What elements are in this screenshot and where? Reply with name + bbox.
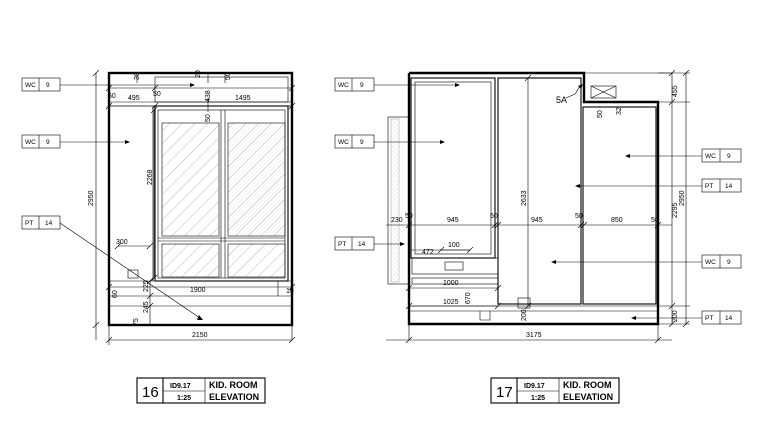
svg-text:9: 9 (46, 82, 50, 89)
material-tag-wc-top-17: WC 9 (334, 77, 375, 92)
material-tag-wc-top-16: WC 9 (21, 77, 61, 92)
svg-text:472: 472 (422, 249, 434, 256)
svg-text:KID. ROOM: KID. ROOM (563, 380, 612, 390)
svg-text:KID. ROOM: KID. ROOM (209, 380, 258, 390)
svg-text:945: 945 (447, 217, 459, 224)
svg-text:50: 50 (225, 72, 232, 80)
svg-text:10: 10 (286, 288, 294, 295)
title-block-17: 17 ID9.17 1:25 KID. ROOM ELEVATION (490, 377, 620, 404)
svg-text:670: 670 (465, 292, 472, 304)
svg-text:WC: WC (338, 139, 349, 146)
svg-text:50: 50 (597, 110, 604, 118)
svg-text:455: 455 (672, 85, 679, 97)
svg-text:495: 495 (128, 95, 140, 102)
svg-text:1:25: 1:25 (177, 395, 191, 402)
svg-text:230: 230 (391, 217, 403, 224)
svg-text:200: 200 (521, 309, 528, 321)
svg-text:1900: 1900 (190, 287, 206, 294)
svg-text:1025: 1025 (443, 299, 459, 306)
svg-text:50: 50 (575, 213, 583, 220)
svg-text:200: 200 (672, 310, 679, 322)
svg-text:2268: 2268 (147, 169, 154, 185)
svg-text:300: 300 (116, 239, 128, 246)
svg-text:WC: WC (338, 82, 349, 89)
svg-text:ELEVATION: ELEVATION (563, 392, 613, 402)
material-tag-pt-16: PT 14 (21, 215, 61, 230)
svg-text:PT: PT (705, 183, 713, 190)
svg-text:PT: PT (338, 241, 346, 248)
svg-text:ID9.17: ID9.17 (170, 383, 191, 390)
svg-text:50: 50 (490, 213, 498, 220)
dimensions-16: 495 50 1495 438 50 50 30 20 50 2950 2268… (88, 70, 294, 339)
svg-text:9: 9 (727, 153, 731, 160)
svg-text:5A: 5A (556, 95, 567, 105)
elevation-17: 5A (374, 69, 702, 344)
svg-text:100: 100 (448, 242, 460, 249)
svg-text:2150: 2150 (192, 332, 208, 339)
wardrobe-unit-left (410, 77, 496, 259)
svg-text:WC: WC (705, 259, 716, 266)
elevation-16 (59, 69, 296, 345)
svg-text:9: 9 (360, 139, 364, 146)
svg-text:438: 438 (205, 90, 212, 102)
svg-text:14: 14 (358, 241, 366, 248)
svg-text:1495: 1495 (235, 95, 251, 102)
svg-text:2950: 2950 (679, 190, 686, 206)
svg-text:2295: 2295 (672, 202, 679, 218)
svg-text:9: 9 (727, 259, 731, 266)
material-tag-wc-r1-17: WC 9 (701, 148, 742, 163)
material-tag-wc-mid-16: WC 9 (21, 134, 61, 149)
svg-text:50: 50 (153, 91, 161, 98)
svg-text:PT: PT (705, 315, 713, 322)
material-tag-pt-r1-17: PT 14 (701, 178, 742, 193)
glass-panel-left (161, 122, 220, 237)
svg-text:16: 16 (142, 384, 159, 401)
wardrobe-unit-right (582, 106, 657, 305)
svg-text:945: 945 (531, 217, 543, 224)
svg-text:75: 75 (133, 318, 140, 326)
wall-outline (107, 71, 294, 327)
svg-text:50: 50 (108, 93, 116, 100)
svg-text:50: 50 (205, 114, 212, 122)
svg-text:14: 14 (725, 315, 733, 322)
svg-text:225: 225 (143, 280, 150, 292)
material-tag-wc-mid-17: WC 9 (334, 134, 375, 149)
svg-text:9: 9 (360, 82, 364, 89)
svg-text:30: 30 (134, 72, 141, 80)
svg-text:PT: PT (25, 220, 33, 227)
svg-text:50: 50 (651, 217, 659, 224)
svg-text:14: 14 (725, 183, 733, 190)
svg-text:2950: 2950 (88, 190, 95, 206)
svg-text:WC: WC (25, 82, 36, 89)
svg-text:14: 14 (45, 220, 53, 227)
svg-text:WC: WC (25, 139, 36, 146)
svg-text:50: 50 (405, 213, 413, 220)
svg-text:245: 245 (143, 301, 150, 313)
svg-text:60: 60 (112, 290, 119, 298)
dimensions-17: 230 50 945 50 945 50 850 50 2633 472 100… (391, 85, 686, 339)
svg-text:17: 17 (496, 384, 513, 401)
svg-text:WC: WC (705, 153, 716, 160)
svg-text:3175: 3175 (526, 332, 542, 339)
title-block-16: 16 ID9.17 1:25 KID. ROOM ELEVATION (136, 377, 266, 404)
wardrobe-unit-mid (497, 77, 582, 305)
svg-text:1:25: 1:25 (531, 395, 545, 402)
svg-text:1000: 1000 (443, 280, 459, 287)
svg-text:20: 20 (195, 70, 202, 78)
material-tag-pt-r2-17: PT 14 (701, 310, 742, 325)
material-tag-wc-r2-17: WC 9 (701, 254, 742, 269)
svg-text:32: 32 (616, 107, 623, 115)
svg-text:ELEVATION: ELEVATION (209, 392, 259, 402)
material-tag-pt-left-17: PT 14 (334, 236, 375, 251)
svg-text:ID9.17: ID9.17 (524, 383, 545, 390)
svg-text:2633: 2633 (521, 190, 528, 206)
svg-text:9: 9 (46, 139, 50, 146)
svg-text:850: 850 (611, 217, 623, 224)
